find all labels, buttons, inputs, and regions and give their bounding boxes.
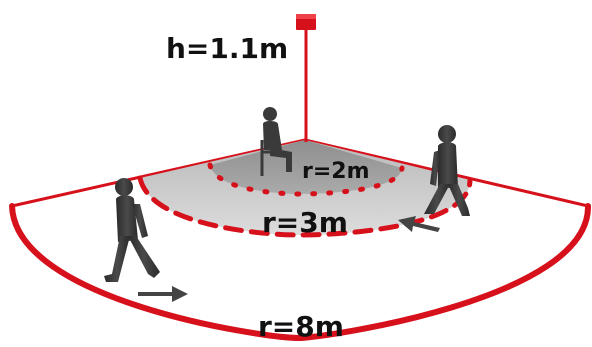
inner-radius-label: r=2m <box>302 159 370 184</box>
middle-zone-boundary <box>137 175 473 238</box>
arrow-right <box>138 286 188 302</box>
arrow-left <box>398 216 440 232</box>
seated-person <box>260 107 292 176</box>
height-label: h=1.1m <box>166 32 288 65</box>
sensor-pole <box>296 14 316 142</box>
inner-zone-boundary <box>207 162 405 197</box>
outer-zone-edge-left <box>11 138 306 208</box>
middle-radius-label: r=3m <box>262 206 348 239</box>
walking-person-left <box>104 178 160 282</box>
walking-person-right <box>424 125 470 216</box>
outer-radius-label: r=8m <box>258 310 344 343</box>
inner-zone <box>207 140 405 197</box>
outer-zone-boundary <box>9 203 592 342</box>
